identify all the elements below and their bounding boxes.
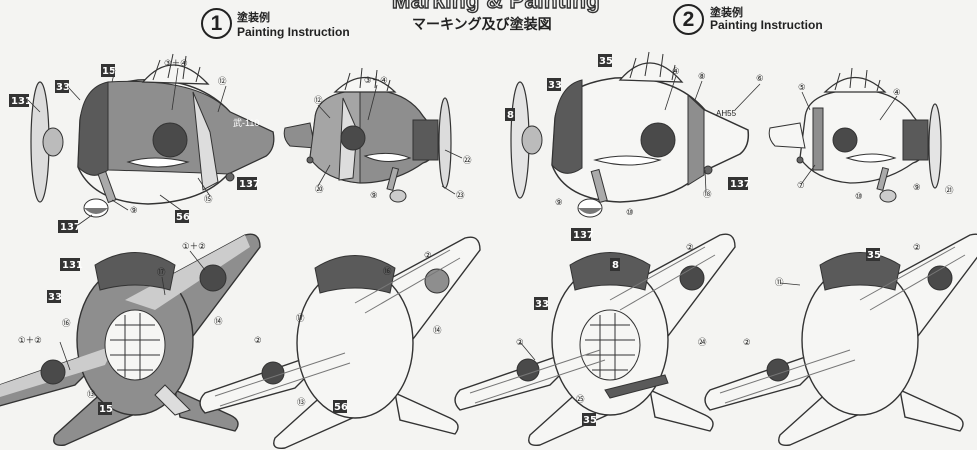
svg-text:33: 33 bbox=[48, 292, 62, 303]
svg-text:⑫: ⑫ bbox=[218, 77, 227, 87]
svg-text:15: 15 bbox=[99, 404, 113, 415]
svg-text:②: ② bbox=[913, 243, 921, 253]
callouts-circled: ③＋④ ⑫ ⑨ ⑮ ③＋④ ⑫ ⑳ ⑨ ㉒ ㉓ ④ ⑧ ⑥ ⑱ ⑨ ⑩ ⑤ ④ … bbox=[18, 59, 954, 408]
svg-text:⑳: ⑳ bbox=[315, 185, 324, 195]
svg-text:㉕: ㉕ bbox=[576, 395, 585, 405]
svg-text:137: 137 bbox=[60, 222, 81, 233]
leader-lines bbox=[27, 67, 898, 371]
svg-text:⑤: ⑤ bbox=[798, 83, 806, 93]
svg-text:②: ② bbox=[254, 336, 262, 346]
s1-top-right bbox=[199, 236, 481, 449]
svg-text:131: 131 bbox=[11, 96, 32, 107]
svg-text:①＋②: ①＋② bbox=[18, 336, 42, 346]
s1-hinomaru bbox=[152, 122, 188, 158]
svg-text:⑯: ⑯ bbox=[62, 319, 71, 329]
svg-text:35: 35 bbox=[599, 56, 613, 67]
svg-text:⑫: ⑫ bbox=[314, 96, 323, 106]
s1-marking-text: 武-110 bbox=[233, 117, 259, 128]
svg-text:④: ④ bbox=[672, 67, 680, 77]
svg-text:131: 131 bbox=[62, 260, 83, 271]
s2-top-left bbox=[454, 233, 736, 446]
s2-marking-text: AH55 bbox=[716, 109, 737, 118]
svg-text:⑧: ⑧ bbox=[698, 72, 706, 82]
svg-text:④: ④ bbox=[893, 88, 901, 98]
svg-text:⑯: ⑯ bbox=[383, 267, 392, 277]
svg-text:⑨: ⑨ bbox=[913, 183, 921, 193]
svg-text:②: ② bbox=[686, 243, 694, 253]
svg-text:①＋②: ①＋② bbox=[182, 242, 206, 252]
s2-top-right bbox=[704, 233, 977, 446]
svg-text:⑱: ⑱ bbox=[703, 190, 712, 200]
svg-text:㉑: ㉑ bbox=[945, 186, 954, 196]
svg-text:35: 35 bbox=[867, 250, 881, 261]
s2-hinomaru bbox=[640, 122, 676, 158]
svg-text:33: 33 bbox=[548, 80, 562, 91]
scheme-2-en-label: Painting Instruction bbox=[710, 18, 823, 32]
svg-text:⑰: ⑰ bbox=[296, 314, 305, 324]
svg-text:⑨: ⑨ bbox=[555, 198, 563, 208]
svg-text:㉓: ㉓ bbox=[456, 191, 465, 201]
svg-text:⑦: ⑦ bbox=[797, 181, 805, 191]
svg-text:56: 56 bbox=[334, 402, 348, 413]
header: Marking & Painting マーキング及び塗装図 1 塗装例 Pain… bbox=[0, 0, 977, 46]
svg-text:③＋④: ③＋④ bbox=[164, 59, 188, 69]
svg-text:35: 35 bbox=[583, 415, 597, 426]
svg-text:⑬: ⑬ bbox=[87, 390, 96, 400]
svg-text:⑭: ⑭ bbox=[214, 317, 223, 327]
page-title: Marking & Painting bbox=[391, 0, 601, 14]
svg-text:⑪: ⑪ bbox=[775, 278, 784, 288]
svg-text:33: 33 bbox=[535, 299, 549, 310]
svg-text:⑰: ⑰ bbox=[157, 268, 166, 278]
scheme-2-number: 2 bbox=[673, 4, 704, 35]
svg-text:56: 56 bbox=[176, 212, 190, 223]
svg-text:⑮: ⑮ bbox=[204, 195, 213, 205]
svg-text:⑭: ⑭ bbox=[433, 326, 442, 336]
svg-text:②: ② bbox=[516, 338, 524, 348]
svg-text:㉔: ㉔ bbox=[698, 338, 707, 348]
svg-text:⑩: ⑩ bbox=[855, 192, 863, 202]
callouts-boxed: 131 33 15 56 137 137 131 33 15 56 35 33 … bbox=[9, 54, 881, 426]
s1-side-right bbox=[283, 67, 452, 203]
svg-text:㉒: ㉒ bbox=[463, 156, 472, 166]
scheme-1-en-label: Painting Instruction bbox=[237, 25, 350, 39]
s1-top-left bbox=[0, 233, 261, 446]
svg-text:⑨: ⑨ bbox=[370, 191, 378, 201]
scheme-1-number: 1 bbox=[201, 8, 232, 39]
svg-text:⑥: ⑥ bbox=[756, 74, 764, 84]
svg-text:137: 137 bbox=[239, 179, 260, 190]
scheme-1-jp-label: 塗装例 bbox=[237, 11, 270, 24]
s2-side-left: AH55 bbox=[510, 51, 750, 218]
svg-text:⑬: ⑬ bbox=[297, 398, 306, 408]
scheme-2-jp-label: 塗装例 bbox=[710, 6, 743, 19]
svg-text:137: 137 bbox=[730, 179, 751, 190]
s1-canopy bbox=[141, 64, 210, 85]
s2-propeller-2 bbox=[928, 103, 942, 189]
svg-text:⑨: ⑨ bbox=[130, 206, 138, 216]
svg-text:33: 33 bbox=[56, 82, 70, 93]
s1-side-left: 武-110 bbox=[30, 53, 275, 218]
s2-side-right bbox=[768, 67, 942, 203]
svg-text:15: 15 bbox=[102, 66, 116, 77]
svg-text:⑩: ⑩ bbox=[626, 208, 634, 218]
svg-text:8: 8 bbox=[612, 260, 619, 271]
page-subtitle: マーキング及び塗装図 bbox=[412, 17, 552, 33]
svg-text:③＋④: ③＋④ bbox=[364, 76, 388, 86]
svg-text:②: ② bbox=[424, 251, 432, 261]
svg-text:137: 137 bbox=[573, 230, 594, 241]
svg-text:②: ② bbox=[743, 338, 751, 348]
s1-propeller-2 bbox=[438, 97, 452, 189]
svg-text:8: 8 bbox=[507, 110, 514, 121]
